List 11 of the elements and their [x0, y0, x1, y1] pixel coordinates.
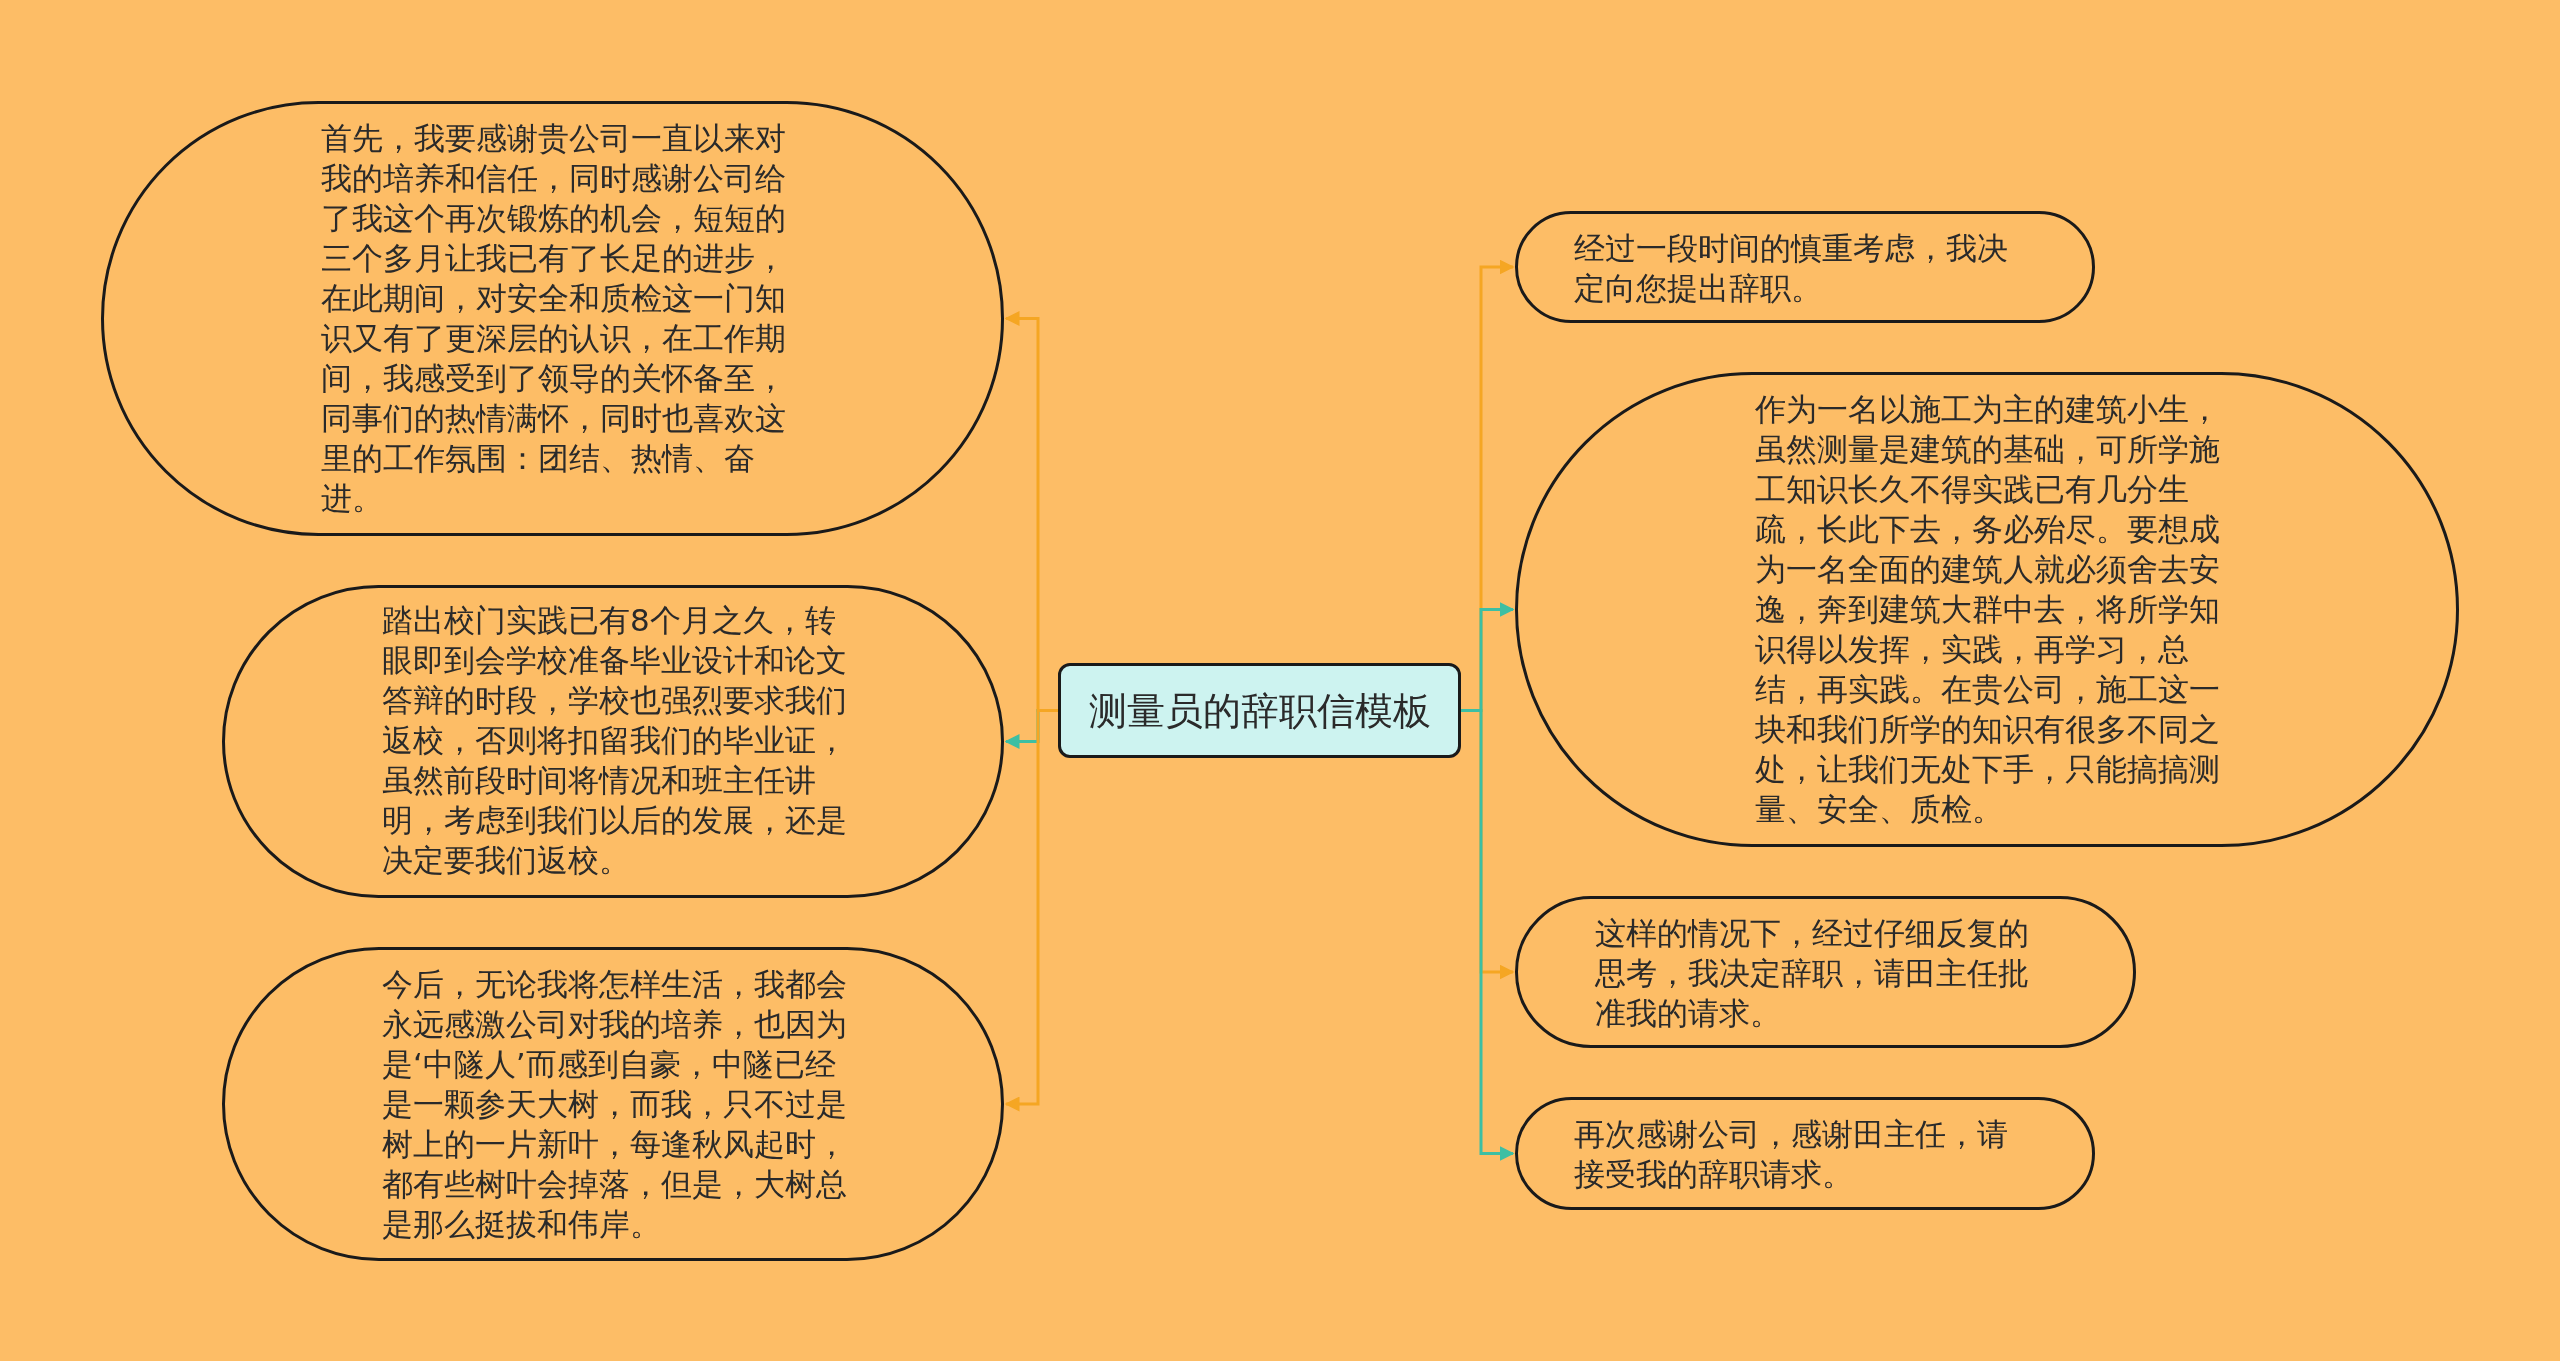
node-text: 作为一名以施工为主的建筑小生，虽然测量是建筑的基础，可所学施工知识长久不得实践已有几分生疏，长此下去，务必殆尽。要想成为一名全面的建筑人就必须舍去安逸，奔到建筑大群中去，将所学知识得以发挥，实践，再学习，总结，再实践。在贵公司，施工这一块和我们所学的知识有很多不同之处，让我们无处下手，只能搞搞测量、安全、质检。: [1755, 390, 2221, 829]
topic-title: 测量员的辞职信模板: [1088, 687, 1431, 734]
central-topic-box: [1058, 663, 1461, 758]
connector-arrow: [1004, 709, 1058, 1112]
connector-arrow: [1461, 709, 1515, 1161]
node-text: 再次感谢公司，感谢田主任，请接受我的辞职请求。: [1574, 1115, 2009, 1194]
node-text: 首先，我要感谢贵公司一直以来对我的培养和信任，同时感谢公司给了我这个再次锻炼的机会，短短的三个多月让我已有了长足的进步，在此期间，对安全和质检这一门知识又有了更深层的认识，在工作期间，我感受到了领导的关怀备至，同事们的热情满怀，同时也喜欢这里的工作氛围：团结、热情、奋进。: [321, 119, 787, 518]
node-text: 踏出校门实践已有8个月之久，转眼即到会学校准备毕业设计和论文答辩的时段，学校也强烈要求我们返校，否则将扣留我们的毕业证，虽然前段时间将情况和班主任讲明，考虑到我们以后的发展，还是决定要我们返校。: [382, 601, 848, 880]
node-text: 今后，无论我将怎样生活，我都会永远感激公司对我的培养，也因为是‘中隧人’而感到自豪，中隧已经是一颗参天大树，而我，只不过是树上的一片新叶，每逢秋风起时，都有些树叶会掉落，但是，大树总是那么挺拔和伟岸。: [382, 965, 848, 1244]
node-text: 这样的情况下，经过仔细反复的思考，我决定辞职，请田主任批准我的请求。: [1595, 914, 2030, 1033]
node-text: 经过一段时间的慎重考虑，我决定向您提出辞职。: [1574, 229, 2009, 308]
